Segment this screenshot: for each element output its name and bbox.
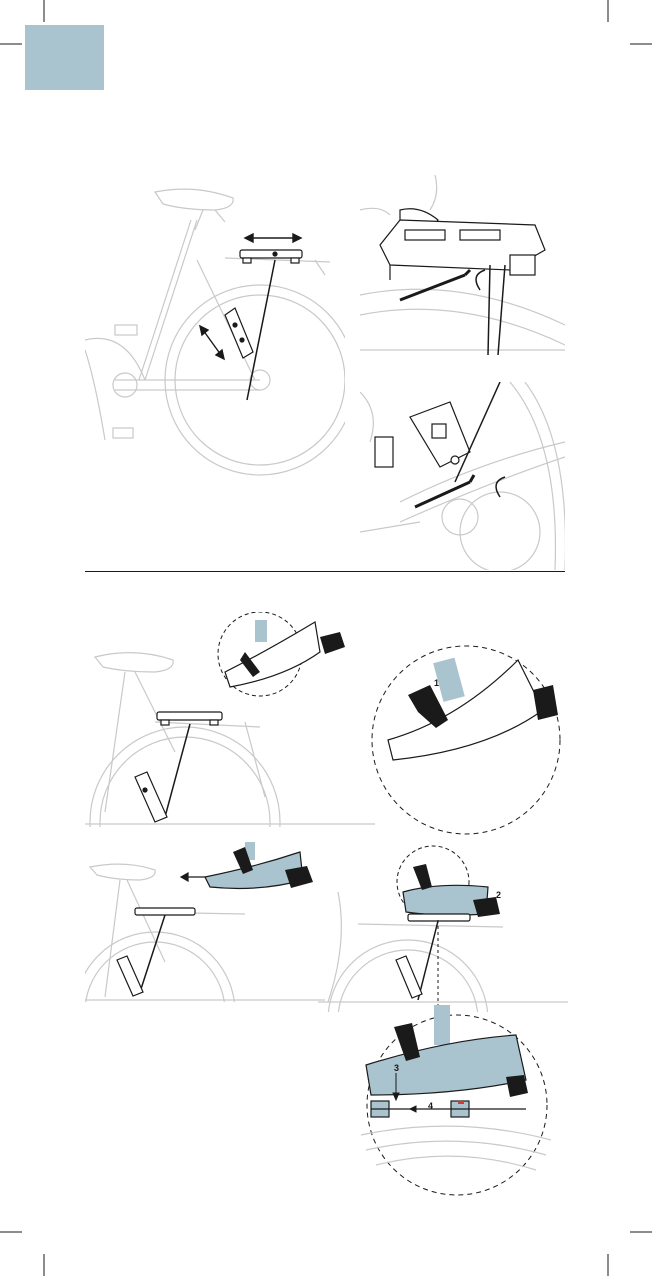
carrier-top xyxy=(240,250,302,263)
figure-detail-step-3-4: 3 4 xyxy=(346,1005,568,1197)
carrier-mount xyxy=(371,1101,526,1117)
figure-carrier-clamp xyxy=(360,175,565,355)
gloved-hand-icon xyxy=(320,632,345,654)
carrier-strut xyxy=(165,724,190,817)
drop-out-plate xyxy=(375,402,470,467)
figure-battery-on-carrier: 2 xyxy=(318,842,568,1012)
hex-key-icon xyxy=(400,270,470,300)
battery-pack xyxy=(366,1035,526,1095)
carrier-strut xyxy=(247,260,275,400)
carrier-strut xyxy=(418,921,438,1000)
saddle xyxy=(90,864,155,880)
gloved-hand-icon xyxy=(285,866,313,888)
drop-out-plate xyxy=(396,956,422,998)
drop-out-plate xyxy=(135,772,167,822)
step-label-4: 4 xyxy=(428,1101,433,1111)
figure-slide-battery xyxy=(85,842,325,1002)
figure-detail-step-1: 1 xyxy=(368,640,564,840)
battery-strip xyxy=(434,1005,450,1045)
double-arrow-icon xyxy=(200,326,224,359)
step-label-2: 2 xyxy=(496,890,501,900)
carrier-strut xyxy=(488,265,490,355)
figure-bike-rear-adjust xyxy=(85,180,345,480)
figure-lower-clamp xyxy=(360,382,565,570)
figure-bike-with-detail xyxy=(85,612,375,827)
section-divider xyxy=(85,571,565,572)
carrier-top xyxy=(408,914,470,921)
step-label-3: 3 xyxy=(394,1063,399,1073)
page-tab xyxy=(25,25,104,90)
gloved-hand-icon xyxy=(506,1075,528,1097)
step-label-1: 1 xyxy=(434,678,439,688)
battery-pack xyxy=(388,660,543,760)
red-indicator xyxy=(458,1101,464,1104)
carrier-top xyxy=(380,220,545,280)
saddle xyxy=(95,653,173,672)
gloved-hand-icon xyxy=(413,864,432,890)
battery-strip xyxy=(255,620,267,642)
drop-out-plate xyxy=(117,956,143,996)
battery-pack xyxy=(225,622,320,687)
rotate-arrow-icon xyxy=(476,270,485,290)
drop-out-plate xyxy=(225,308,253,358)
saddle xyxy=(155,189,233,210)
double-arrow-icon xyxy=(245,234,301,242)
carrier-top xyxy=(135,908,195,915)
